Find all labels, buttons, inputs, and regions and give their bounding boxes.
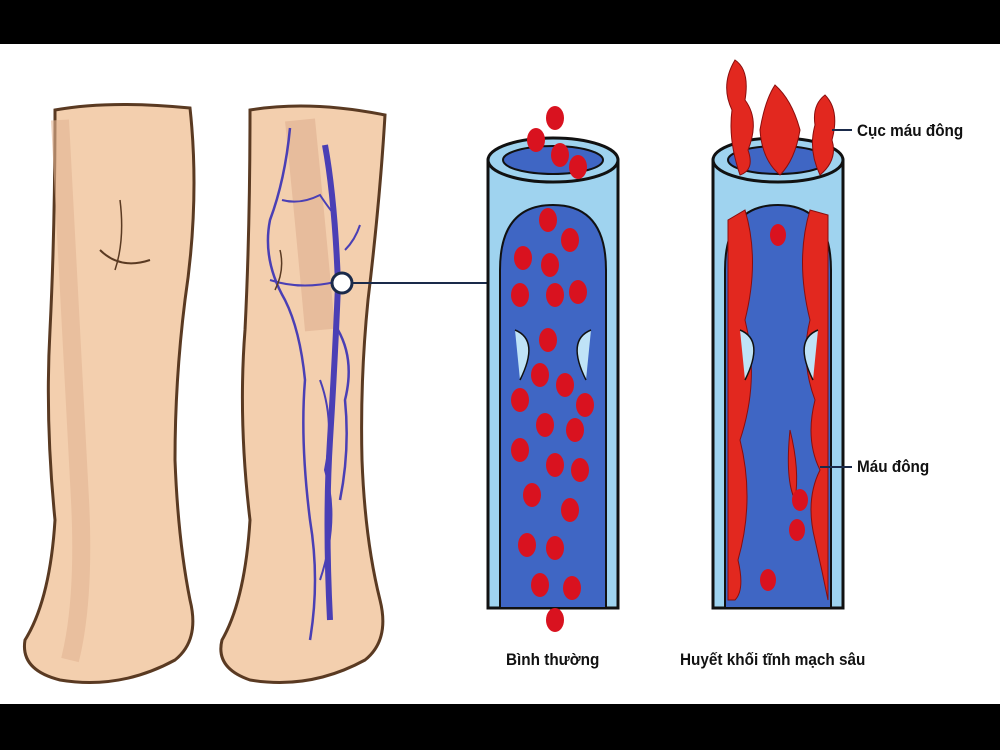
dvt-vein [711, 59, 845, 610]
label-clot-wall: Máu đông [857, 457, 930, 476]
leg-plain [22, 102, 196, 684]
leg-with-veins [219, 104, 387, 684]
callout-point [330, 271, 354, 295]
diagram-illustration [22, 59, 852, 684]
diagram-canvas: Cục máu đông Máu đông Bình thường Huyết … [0, 44, 1000, 704]
label-dvt: Huyết khối tĩnh mạch sâu [680, 650, 866, 669]
normal-vein [486, 106, 620, 632]
label-normal: Bình thường [506, 650, 600, 669]
label-clot-top: Cục máu đông [857, 121, 964, 140]
